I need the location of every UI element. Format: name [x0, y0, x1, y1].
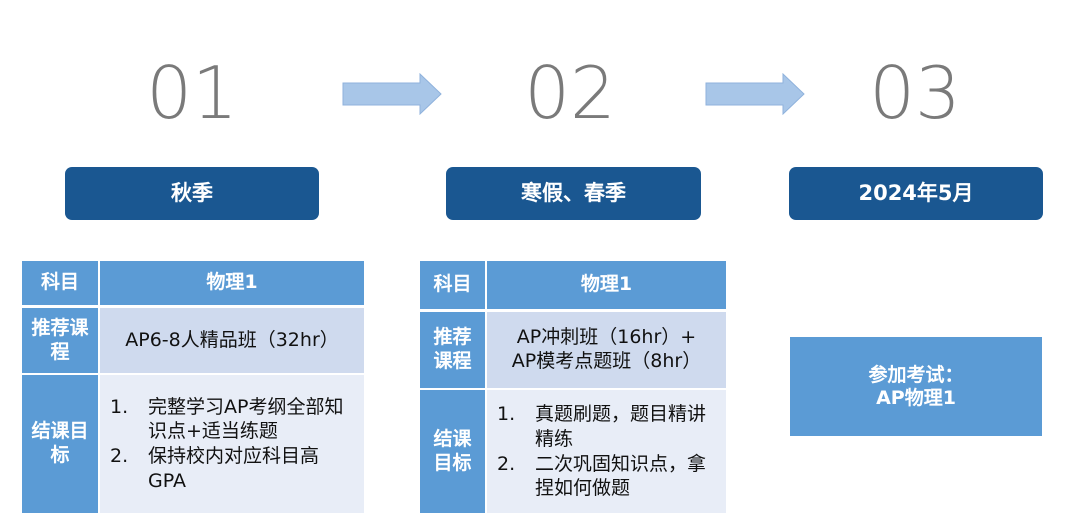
arrow-right-icon — [705, 73, 805, 115]
goal-list: 1.完整学习AP考纲全部知识点+适当练题 2.保持校内对应科目高GPA — [100, 375, 364, 513]
course-value: AP冲刺班（16hr）+ AP模考点题班（8hr） — [487, 312, 726, 388]
subject-value: 物理1 — [487, 261, 726, 309]
list-item: 1.真题刷题，题目精讲精练 — [497, 403, 707, 450]
list-item: 2.二次巩固知识点，拿捏如何做题 — [497, 452, 707, 500]
exam-line-1: 参加考试： — [868, 363, 964, 386]
course-label: 推荐课程 — [22, 308, 98, 373]
goal-label: 结课目标 — [420, 390, 485, 513]
arrow-right-icon — [342, 73, 442, 115]
step-number-3: 03 — [869, 51, 961, 135]
subject-value: 物理1 — [100, 261, 364, 305]
step-number-2: 02 — [524, 51, 616, 135]
subject-label: 科目 — [22, 261, 98, 305]
goal-label: 结课目标 — [22, 375, 98, 513]
exam-line-2: AP物理1 — [876, 386, 956, 409]
exam-box: 参加考试： AP物理1 — [790, 337, 1042, 436]
goal-list: 1.真题刷题，题目精讲精练 2.二次巩固知识点，拿捏如何做题 — [487, 390, 726, 513]
subject-label: 科目 — [420, 261, 485, 309]
list-item: 1.完整学习AP考纲全部知识点+适当练题 — [110, 395, 344, 443]
stage-banner-2: 寒假、春季 — [446, 167, 701, 220]
course-value: AP6-8人精品班（32hr） — [100, 308, 364, 373]
stage-banner-1: 秋季 — [65, 167, 319, 220]
list-item: 2.保持校内对应科目高GPA — [110, 445, 320, 492]
step-number-1: 01 — [146, 51, 238, 135]
course-label: 推荐课程 — [420, 312, 485, 388]
stage-banner-3: 2024年5月 — [789, 167, 1043, 220]
